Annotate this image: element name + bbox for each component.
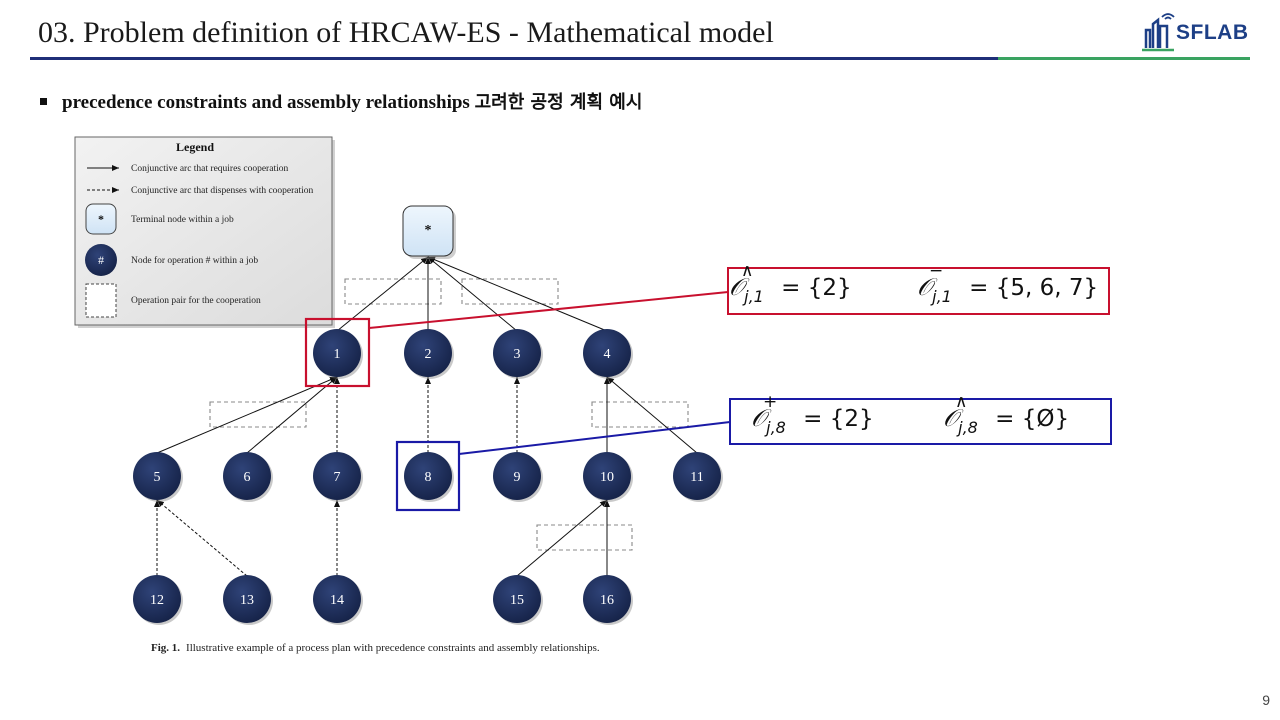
logo-text: SFLAB [1176, 21, 1249, 44]
operation-node: 10 [583, 452, 633, 502]
svg-text:12: 12 [150, 593, 164, 608]
cooperation-pair-box [536, 524, 633, 551]
operation-node: 8 [404, 452, 454, 502]
operation-set-symbol: 𝒪 [943, 404, 959, 432]
legend-terminal-symbol: * [98, 212, 104, 226]
operation-set-symbol: 𝒪 [917, 273, 933, 301]
terminal-node: * [402, 205, 456, 259]
title-underline-accent [998, 57, 1250, 60]
svg-text:10: 10 [600, 470, 614, 485]
legend-node-symbol: # [98, 253, 104, 267]
formula-box-blue: 𝒪+j,8 = {2} 𝒪∧j,8 = {Ø} [729, 392, 1112, 445]
connector-red [368, 291, 729, 329]
sflab-logo: SFLAB [1140, 8, 1260, 54]
connector-blue [458, 421, 731, 455]
legend-title: Legend [176, 140, 214, 154]
operation-node: 3 [493, 329, 543, 379]
operation-nodes: 1 2 3 4 5 6 7 8 9 10 11 12 13 14 15 16 [133, 329, 723, 625]
operation-node: 2 [404, 329, 454, 379]
cooperation-pairs [209, 278, 689, 551]
cooperation-pair-box [209, 401, 307, 428]
legend-item: Conjunctive arc that dispenses with coop… [131, 186, 314, 196]
svg-text:2: 2 [425, 347, 432, 362]
svg-text:15: 15 [510, 593, 524, 608]
operation-node: 5 [133, 452, 183, 502]
svg-text:11: 11 [690, 470, 703, 485]
legend: Legend Conjunctive arc that requires coo… [74, 136, 335, 328]
formula-blue-right: 𝒪∧j,8 = {Ø} [943, 392, 1070, 437]
formula-red-right: 𝒪−j,1 = {5, 6, 7} [917, 261, 1099, 306]
operation-node: 11 [673, 452, 723, 502]
operation-node: 12 [133, 575, 183, 625]
operation-node: 4 [583, 329, 633, 379]
operation-node: 9 [493, 452, 543, 502]
operation-node: 1 [313, 329, 363, 379]
operation-node: 14 [313, 575, 363, 625]
svg-text:3: 3 [514, 347, 521, 362]
svg-text:1: 1 [334, 347, 341, 362]
formula-box-red: 𝒪∧j,1 = {2} 𝒪−j,1 = {5, 6, 7} [727, 261, 1110, 315]
caption-label: Fig. 1. [151, 642, 181, 654]
svg-text:5: 5 [154, 470, 161, 485]
svg-text:7: 7 [334, 470, 341, 485]
svg-text:4: 4 [604, 347, 611, 362]
legend-item: Operation pair for the cooperation [131, 295, 261, 306]
cooperation-pair-box [591, 401, 689, 428]
logo-icon [1142, 13, 1175, 52]
operation-node: 16 [583, 575, 633, 625]
operation-node: 13 [223, 575, 273, 625]
highlight-annotations [304, 291, 731, 512]
operation-set-symbol: 𝒪 [751, 404, 767, 432]
highlight-node-1 [304, 317, 371, 388]
terminal-node-label: * [425, 223, 432, 238]
legend-item: Conjunctive arc that requires cooperatio… [131, 164, 288, 174]
svg-text:13: 13 [240, 593, 254, 608]
title-underline [30, 57, 998, 60]
page-number: 9 [1262, 692, 1270, 708]
formula-red-left: 𝒪∧j,1 = {2} [729, 261, 852, 306]
caption-text: Illustrative example of a process plan w… [186, 642, 600, 654]
svg-text:14: 14 [330, 593, 344, 608]
legend-item: Node for operation # within a job [131, 255, 258, 266]
operation-node: 7 [313, 452, 363, 502]
bullet-text-korean: 고려한 공정 계획 예시 [474, 92, 643, 113]
bullet-text: precedence constraints and assembly rela… [62, 92, 470, 113]
svg-text:6: 6 [244, 470, 251, 485]
cooperation-pair-box [344, 278, 442, 305]
formula-blue-left: 𝒪+j,8 = {2} [751, 392, 874, 437]
bullet-square-icon [40, 98, 47, 106]
svg-text:9: 9 [514, 470, 521, 485]
svg-text:8: 8 [425, 470, 432, 485]
svg-text:16: 16 [600, 593, 614, 608]
operation-node: 6 [223, 452, 273, 502]
operation-node: 15 [493, 575, 543, 625]
legend-item: Terminal node within a job [131, 215, 234, 225]
operation-set-symbol: 𝒪 [729, 273, 745, 301]
figure-caption: Fig. 1. Illustrative example of a process… [151, 642, 600, 654]
slide-title: 03. Problem definition of HRCAW-ES - Mat… [38, 16, 774, 49]
highlight-node-8 [395, 440, 461, 512]
cooperation-pair-box [461, 278, 559, 305]
bullet-point: precedence constraints and assembly rela… [40, 88, 642, 114]
